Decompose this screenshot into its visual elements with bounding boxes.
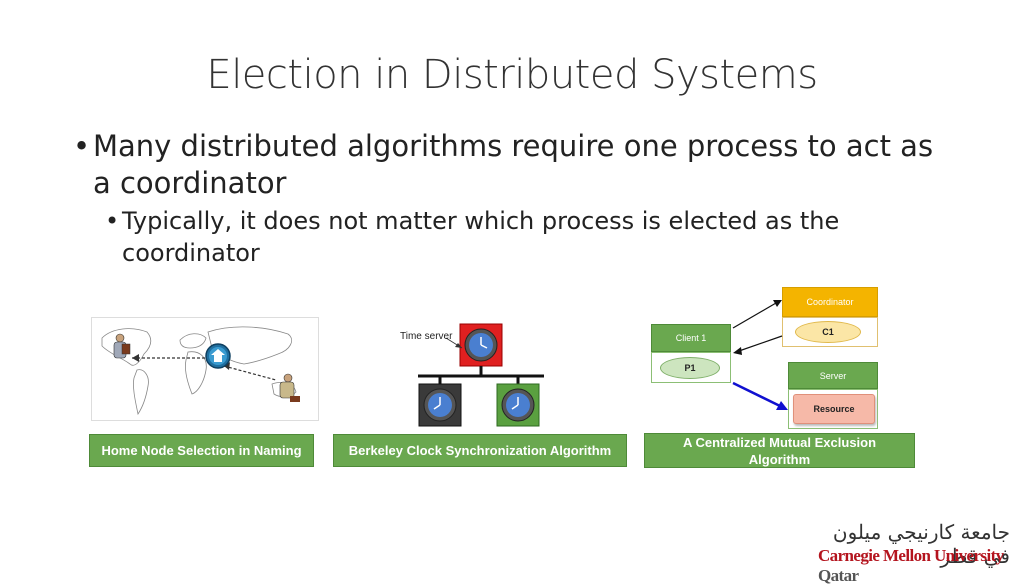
caption-mutex: A Centralized Mutual Exclusion Algorithm <box>644 433 915 468</box>
bullet-main: • Many distributed algorithms require on… <box>73 128 953 202</box>
world-map-figure <box>91 317 319 421</box>
cmu-arabic-logo: جامعة كارنيجي ميلون في قطر <box>832 520 1010 568</box>
caption-home-node: Home Node Selection in Naming <box>89 434 314 467</box>
client-header: Client 1 <box>651 324 731 352</box>
coordinator-header: Coordinator <box>782 287 878 317</box>
cmu-logo-name: Carnegie Mellon University <box>818 546 1004 565</box>
client-clock-dark-icon <box>418 383 462 427</box>
caption-berkeley: Berkeley Clock Synchronization Algorithm <box>333 434 627 467</box>
bullet-dot: • <box>73 129 91 163</box>
bullet-sub-dot: • <box>105 207 120 235</box>
resource-box: Resource <box>793 394 875 424</box>
coordinator-process-c1: C1 <box>795 321 861 343</box>
server-header: Server <box>788 362 878 389</box>
slide-title: Election in Distributed Systems <box>206 52 818 98</box>
client-clock-green-icon <box>496 383 540 427</box>
world-map-drawing <box>101 326 300 416</box>
bullet-sub: • Typically, it does not matter which pr… <box>105 205 865 269</box>
bullet-sub-text: Typically, it does not matter which proc… <box>122 207 840 267</box>
cmu-qatar-logo: Carnegie Mellon University Qatar <box>818 546 1024 586</box>
time-server-clock-icon <box>459 323 503 367</box>
client-process-p1: P1 <box>660 357 720 379</box>
time-server-label: Time server <box>400 331 453 342</box>
bullet-main-text: Many distributed algorithms require one … <box>93 129 934 200</box>
person-figure-left <box>113 333 131 359</box>
person-figure-right <box>279 373 300 402</box>
